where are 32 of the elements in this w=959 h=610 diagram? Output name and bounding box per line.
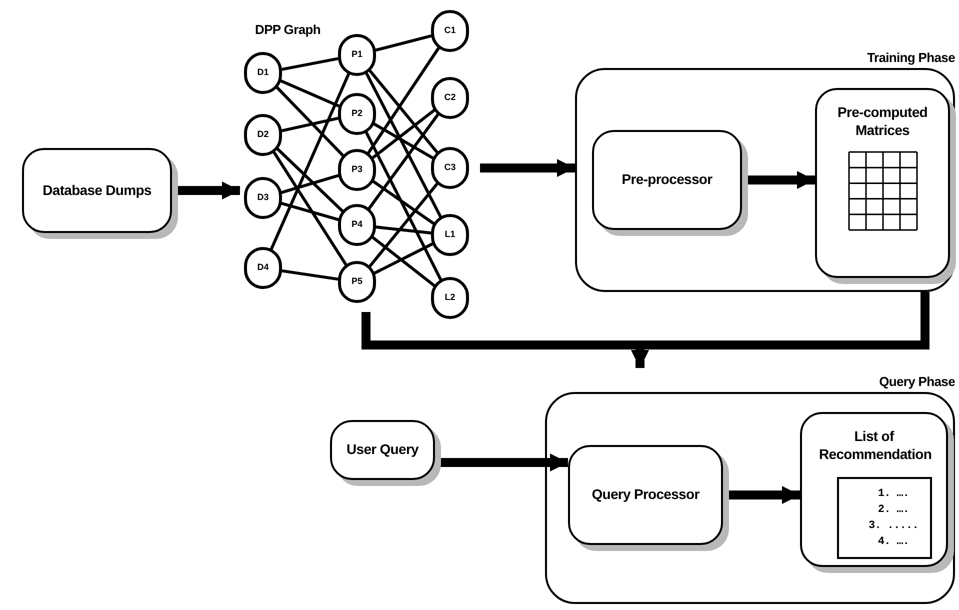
list-item: 2. ….	[876, 503, 910, 518]
box-label: List of Recommendation	[819, 428, 929, 463]
graph-title: DPP Graph	[255, 21, 320, 39]
box-label: Query Processor	[592, 486, 700, 504]
graph-edge	[368, 70, 438, 154]
box-label: Pre-processor	[622, 171, 712, 189]
graph-edge	[376, 226, 432, 234]
graph-edge	[280, 202, 340, 222]
list-item: 1. ….	[876, 487, 910, 502]
box-label: Pre-computed Matrices	[836, 104, 928, 139]
list-item: 4. ….	[876, 535, 910, 550]
list-item: 3. .....	[867, 519, 920, 534]
graph-edge	[375, 34, 432, 52]
block-arrow	[480, 159, 575, 177]
graph-edge	[367, 47, 440, 154]
graph-edge	[282, 269, 338, 281]
box-label: User Query	[346, 441, 418, 459]
graph-edge	[281, 57, 339, 71]
graph-edge	[280, 79, 340, 108]
graph-edge	[276, 148, 344, 212]
graph-edge	[368, 182, 438, 268]
graph-edge	[276, 86, 344, 157]
graph-edge	[272, 151, 348, 266]
list-box	[837, 477, 932, 559]
graph-edge	[280, 174, 340, 194]
phase-title: Query Phase	[879, 373, 955, 391]
graph-edge	[372, 108, 436, 160]
graph-edge	[281, 116, 339, 132]
graph-edge	[372, 236, 436, 288]
phase-title: Training Phase	[867, 49, 955, 67]
box-label: Database Dumps	[42, 182, 152, 200]
graph-edge	[368, 113, 440, 210]
